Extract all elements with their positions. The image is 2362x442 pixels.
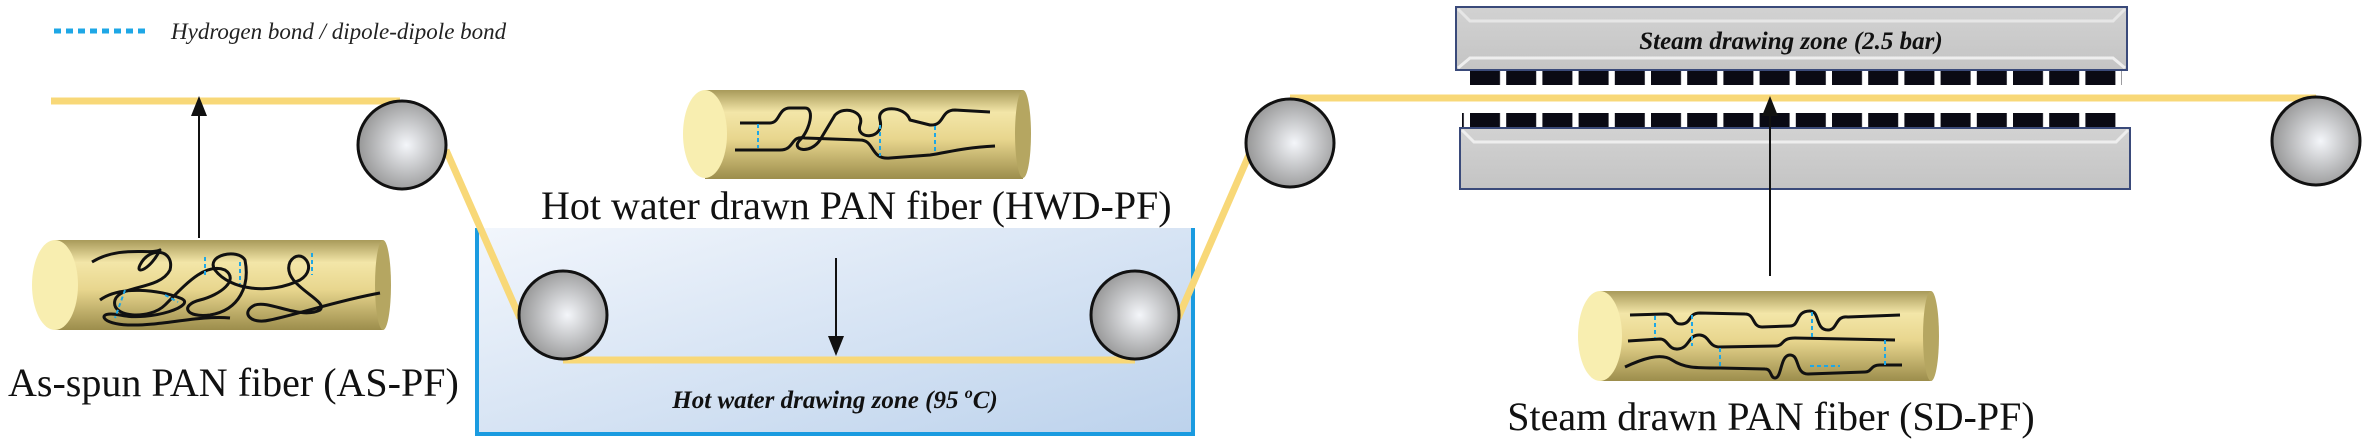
upper-nozzle-row	[1466, 71, 2122, 85]
hot-water-zone-text: Hot water drawing zone (95	[671, 387, 964, 414]
as-spun-fiber-label: As-spun PAN fiber (AS-PF)	[8, 360, 459, 405]
legend-label: Hydrogen bond / dipole-dipole bond	[170, 19, 507, 44]
steam-zone-label: Steam drawing zone (2.5 bar)	[1639, 28, 1943, 55]
as-spun-fiber-cylinder	[32, 240, 391, 330]
roller-icon	[356, 99, 448, 191]
degree-superscript: o	[965, 385, 973, 402]
hot-water-zone-label: Hot water drawing zone (95 oC)	[671, 385, 997, 414]
roller-icon	[517, 269, 609, 361]
hot-water-zone-unit: C)	[973, 387, 998, 414]
roller-icon	[2270, 95, 2362, 187]
steam-fiber-label: Steam drawn PAN fiber (SD-PF)	[1507, 394, 2034, 439]
steam-drawn-fiber-cylinder	[1578, 291, 1939, 381]
fiber-path	[51, 94, 2316, 364]
roller-icons	[356, 95, 2362, 361]
steam-drawing-zone: Steam drawing zone (2.5 bar)	[1455, 6, 2131, 190]
roller-icon	[1089, 269, 1181, 361]
roller-icon	[1244, 97, 1336, 189]
lower-nozzle-row	[1462, 113, 2118, 127]
hot-water-fiber-label: Hot water drawn PAN fiber (HWD-PF)	[541, 183, 1172, 228]
hot-water-drawn-fiber-cylinder	[683, 90, 1031, 179]
